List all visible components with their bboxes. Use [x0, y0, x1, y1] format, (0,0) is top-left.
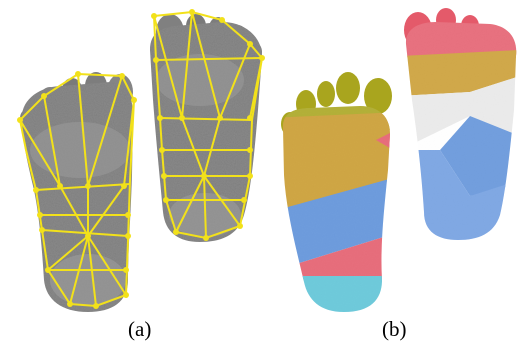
foot-segmented-left	[270, 72, 400, 320]
foot-mesh-left	[0, 71, 150, 320]
caption-a: (a)	[128, 317, 151, 342]
foot-segmented-right	[400, 8, 521, 250]
foot-mesh-right	[140, 9, 270, 250]
caption-b: (b)	[382, 317, 407, 342]
